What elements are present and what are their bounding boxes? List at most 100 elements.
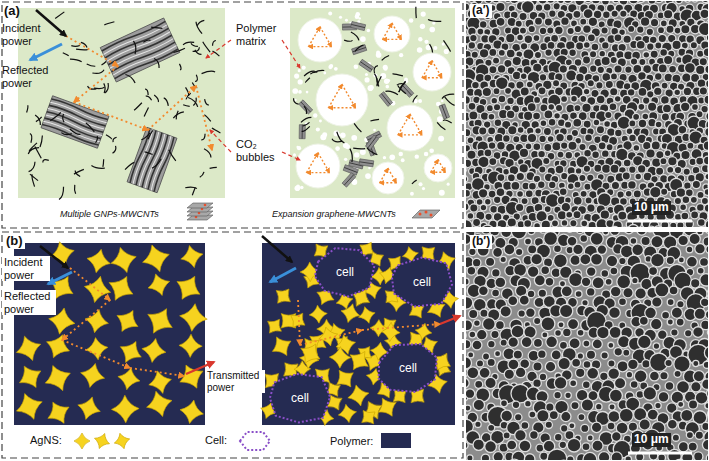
wave-path (74, 66, 118, 102)
foam-cell (493, 247, 503, 257)
foam-cell (515, 203, 523, 211)
foam-cell (681, 212, 689, 220)
leader-line (206, 40, 231, 58)
foam-cell (619, 257, 626, 264)
icon-layer (187, 203, 213, 208)
micro-bubble (410, 192, 414, 196)
mwcnt (437, 122, 445, 129)
silver-nanostar (40, 361, 75, 396)
foam-cell (534, 275, 545, 286)
foam-cell (545, 49, 553, 57)
micro-bubble (365, 173, 371, 179)
graphene-flake (351, 22, 366, 31)
foam-cell (681, 25, 690, 34)
foam-cell (583, 88, 590, 95)
mwcnt (71, 45, 79, 47)
foam-cell (495, 351, 501, 357)
mwcnt (197, 20, 204, 26)
mwcnt (55, 12, 64, 19)
foam-cell (663, 55, 672, 64)
foam-cell (575, 290, 582, 297)
foam-cell (533, 379, 542, 388)
foam-cell (649, 267, 658, 276)
foam-cell (598, 142, 606, 150)
flake-body (359, 159, 374, 167)
mwcnt (130, 41, 139, 54)
foam-cell (470, 34, 478, 42)
flake-layer (381, 94, 390, 105)
foam-cell (517, 191, 524, 198)
foam-cell (608, 342, 614, 348)
mwcnt (202, 71, 216, 73)
foam-cell (668, 449, 681, 460)
foam-cell (484, 198, 491, 205)
foam-cell (670, 222, 677, 227)
foam-cell (630, 381, 638, 389)
silver-nanostar (356, 305, 377, 326)
micro-bubble (399, 53, 403, 57)
mwcnt (87, 64, 96, 66)
foam-cell (535, 127, 542, 134)
foam-cell (494, 227, 503, 228)
panel-frame (2, 2, 463, 228)
wave-path (398, 114, 410, 135)
foam-cell (666, 25, 674, 33)
foam-cell (666, 256, 674, 264)
foam-cell (566, 211, 573, 218)
legend-item: Polymer: (330, 433, 411, 448)
micro-bubble (424, 152, 428, 156)
foam-cell (603, 11, 611, 19)
foam-cell (548, 118, 556, 126)
graphene-layer (150, 136, 172, 191)
transmitted-arrow (440, 316, 460, 324)
foam-cell (475, 421, 481, 427)
micro-bubble (329, 64, 333, 68)
mwcnt (313, 70, 324, 72)
foam-cell (566, 70, 577, 81)
foam-cell (610, 164, 619, 173)
foam-cell (583, 452, 597, 460)
wave-path (432, 61, 442, 78)
flake-layer (351, 24, 365, 27)
sem-background (466, 232, 708, 460)
micro-bubble (360, 149, 366, 155)
wave-path (300, 330, 362, 345)
micro-bubble (432, 21, 435, 24)
graphene-flake (439, 104, 450, 119)
foam-cell (592, 277, 604, 289)
wave-path (318, 153, 329, 173)
mwcnt (183, 105, 189, 107)
foam-cell (587, 34, 595, 42)
foam-cell (620, 10, 627, 17)
mwcnt (29, 162, 35, 172)
foam-cell (516, 172, 524, 180)
annotation-label: Expansion graphene-MWCNTs (272, 209, 396, 219)
wave-path (62, 340, 130, 368)
mwcnt (304, 106, 307, 114)
graphene-layer (108, 34, 172, 65)
foam-cell (535, 4, 543, 12)
micro-bubble (441, 100, 443, 102)
mwcnt (50, 110, 60, 123)
silver-nanostar (111, 395, 140, 424)
panel-label: (b′) (470, 235, 492, 249)
foam-cell (576, 73, 585, 82)
foam-cell (473, 399, 484, 410)
wave-path (383, 39, 402, 40)
wave-path (298, 300, 300, 345)
foam-cell (543, 3, 551, 11)
mwcnt (105, 83, 109, 93)
panel-label: (a) (4, 4, 20, 19)
wave-path (362, 324, 440, 330)
wave-path (422, 77, 442, 78)
foam-cell (533, 143, 541, 151)
foam-cell (538, 289, 546, 297)
foam-cell (678, 401, 684, 407)
foam-cell (596, 82, 603, 89)
foam-cell (601, 150, 609, 158)
graphene-layer (101, 21, 165, 52)
foam-cell (524, 454, 534, 460)
gnp-stack (41, 96, 109, 148)
